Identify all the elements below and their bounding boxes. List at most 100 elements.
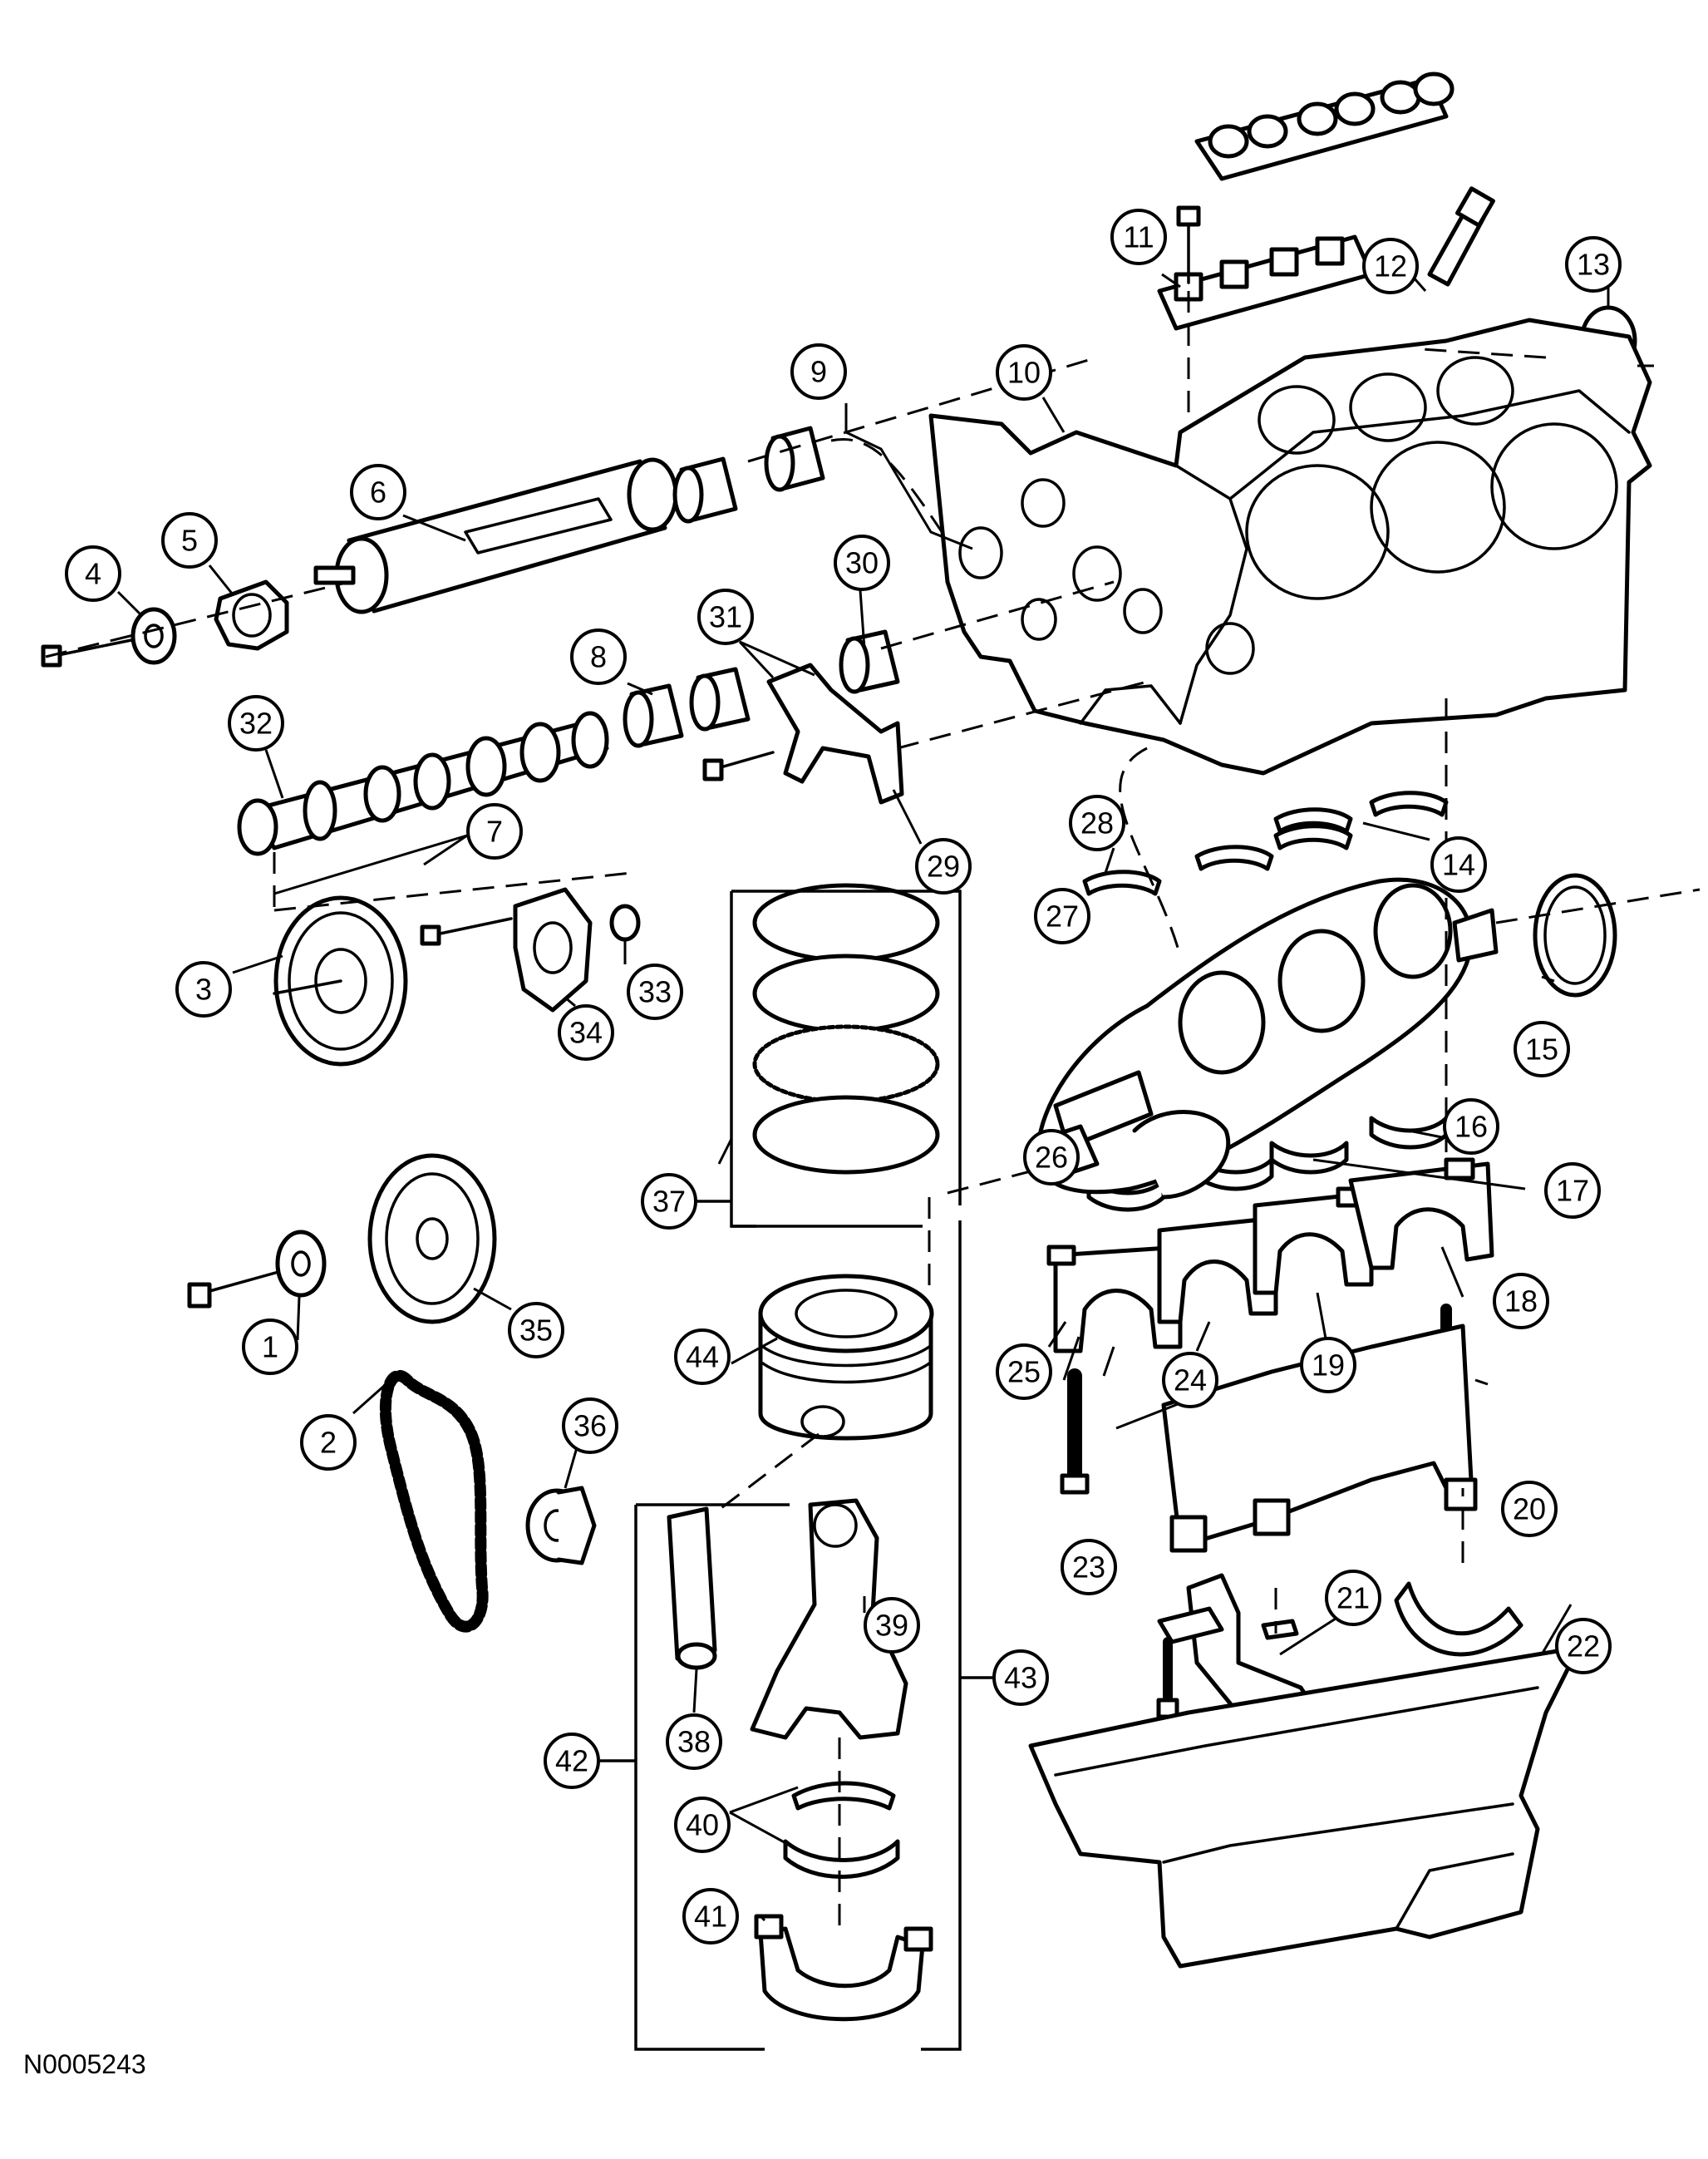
svg-text:6: 6 <box>370 476 386 510</box>
svg-text:2: 2 <box>320 1426 337 1460</box>
svg-text:1: 1 <box>262 1330 278 1364</box>
svg-text:33: 33 <box>638 975 672 1009</box>
svg-text:22: 22 <box>1567 1629 1600 1664</box>
svg-text:38: 38 <box>677 1725 711 1759</box>
svg-text:13: 13 <box>1577 248 1610 282</box>
svg-text:44: 44 <box>686 1340 719 1374</box>
svg-text:14: 14 <box>1442 848 1475 882</box>
svg-text:8: 8 <box>590 640 607 674</box>
svg-text:5: 5 <box>181 524 198 558</box>
svg-text:26: 26 <box>1035 1141 1068 1175</box>
svg-text:28: 28 <box>1080 806 1114 840</box>
callout-33: 33 <box>627 964 683 1020</box>
callout-19: 19 <box>1300 1337 1356 1393</box>
svg-text:40: 40 <box>686 1808 719 1842</box>
leader-lines <box>116 269 1610 1922</box>
callout-37: 37 <box>641 1173 697 1230</box>
callout-22: 22 <box>1555 1618 1612 1674</box>
piston-rings <box>752 883 940 1175</box>
svg-text:3: 3 <box>195 973 212 1007</box>
callout-2: 2 <box>300 1414 357 1471</box>
callout-11: 11 <box>1110 209 1167 265</box>
callout-12: 12 <box>1362 238 1419 294</box>
svg-text:12: 12 <box>1374 249 1407 283</box>
bushing-pair-lower <box>623 629 900 748</box>
alignment-lines <box>45 224 1701 1929</box>
svg-text:27: 27 <box>1046 900 1079 934</box>
retainer-plate <box>420 887 593 1013</box>
svg-text:19: 19 <box>1312 1348 1345 1383</box>
svg-text:10: 10 <box>1007 356 1041 390</box>
svg-text:17: 17 <box>1556 1174 1589 1208</box>
o-ring <box>609 904 641 942</box>
callout-28: 28 <box>1069 795 1125 851</box>
glow-plug <box>1427 186 1495 287</box>
main-bearings-lower <box>1086 1116 1449 1212</box>
svg-text:36: 36 <box>573 1409 607 1443</box>
callout-40: 40 <box>674 1797 731 1853</box>
callout-24: 24 <box>1162 1352 1218 1408</box>
callout-10: 10 <box>996 344 1052 401</box>
callout-32: 32 <box>228 695 284 752</box>
crankshaft <box>1036 877 1499 1200</box>
callout-3: 3 <box>175 961 232 1018</box>
callout-5: 5 <box>161 512 218 569</box>
camshaft-bearing-bracket <box>702 663 904 805</box>
sprocket <box>525 1486 597 1565</box>
callout-25: 25 <box>996 1343 1052 1400</box>
svg-text:16: 16 <box>1455 1110 1488 1144</box>
svg-text:42: 42 <box>555 1744 588 1778</box>
rocker-arm-assembly-upper <box>1194 71 1455 181</box>
camshaft <box>237 711 609 856</box>
svg-text:18: 18 <box>1504 1284 1538 1319</box>
svg-text:31: 31 <box>709 600 742 634</box>
callout-27: 27 <box>1034 888 1090 944</box>
callout-26: 26 <box>1023 1129 1080 1185</box>
callout-21: 21 <box>1325 1570 1381 1626</box>
rear-main-seal <box>1533 873 1617 998</box>
callout-4: 4 <box>65 545 121 602</box>
oil-pan <box>1028 1648 1573 1969</box>
svg-text:25: 25 <box>1007 1355 1041 1389</box>
svg-text:21: 21 <box>1336 1581 1370 1615</box>
svg-text:30: 30 <box>845 546 879 580</box>
main-bearing-cap-18 <box>1348 1157 1494 1270</box>
callout-1: 1 <box>242 1319 298 1375</box>
group-brackets <box>600 890 993 2051</box>
callout-39: 39 <box>864 1597 920 1654</box>
svg-text:29: 29 <box>927 850 960 884</box>
callout-35: 35 <box>508 1302 564 1358</box>
callout-14: 14 <box>1430 836 1487 893</box>
svg-text:32: 32 <box>239 707 273 741</box>
timing-chain <box>379 1369 489 1633</box>
svg-text:34: 34 <box>569 1016 603 1050</box>
svg-text:7: 7 <box>486 815 503 849</box>
callout-31: 31 <box>697 589 754 645</box>
callout-18: 18 <box>1493 1273 1549 1329</box>
callout-34: 34 <box>558 1004 614 1061</box>
svg-text:43: 43 <box>1004 1661 1037 1695</box>
callout-36: 36 <box>562 1397 618 1454</box>
callout-17: 17 <box>1544 1162 1601 1219</box>
svg-text:37: 37 <box>652 1185 686 1219</box>
callout-9: 9 <box>790 343 847 400</box>
svg-text:20: 20 <box>1513 1492 1546 1526</box>
main-bearing-cap-19 <box>1253 1186 1374 1295</box>
callout-23: 23 <box>1061 1539 1117 1595</box>
main-bearings-upper <box>1082 791 1449 896</box>
svg-text:35: 35 <box>519 1314 553 1348</box>
callout-30: 30 <box>834 535 890 591</box>
piston <box>758 1274 934 1441</box>
callout-43: 43 <box>992 1649 1049 1706</box>
callout-29: 29 <box>915 838 972 895</box>
connecting-rod-bearings <box>783 1781 900 1879</box>
cylinder-block <box>928 318 1652 776</box>
callout-38: 38 <box>666 1713 722 1770</box>
callout-7: 7 <box>466 803 523 860</box>
callout-16: 16 <box>1443 1098 1499 1155</box>
svg-text:9: 9 <box>810 355 827 389</box>
thrust-plate <box>214 579 289 651</box>
callout-42: 42 <box>544 1733 600 1789</box>
callout-44: 44 <box>674 1328 731 1385</box>
